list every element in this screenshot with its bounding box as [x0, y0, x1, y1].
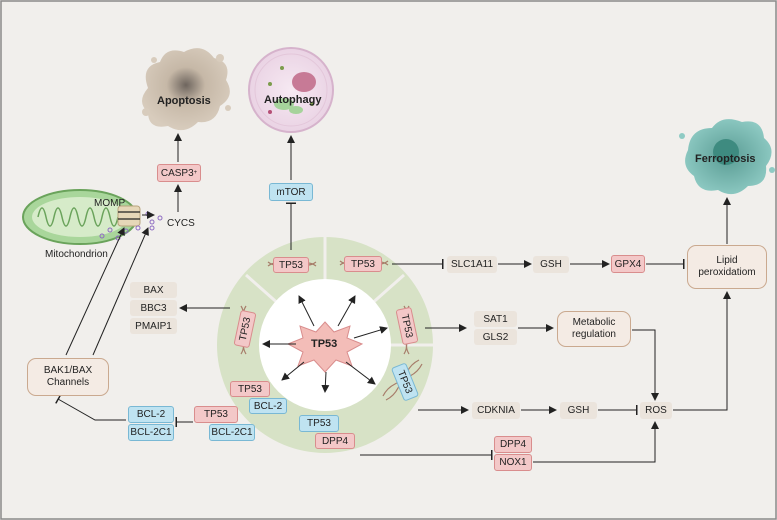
bcl2-small-box: BCL-2 [249, 398, 287, 414]
autophagy-cell-graphic [248, 47, 334, 133]
center-tp53-label: TP53 [311, 338, 338, 350]
bcl2c1-right-box: BCL-2C1 [209, 424, 255, 441]
tp53-dpp4-box: TP53 [299, 415, 339, 432]
slc1a11-box: SLC1A11 [447, 256, 497, 273]
autophagy-label: Autophagy [264, 94, 322, 106]
pmaip1-box: PMAIP1 [130, 318, 177, 334]
tp53-mid-box: TP53 [194, 406, 238, 423]
bbc3-box: BBC3 [130, 300, 177, 316]
gls2-box: GLS2 [474, 329, 517, 345]
gpx4-box: GPX4 [611, 255, 645, 273]
bak1-bax-channels-box: BAK1/BAX Channels [27, 358, 109, 396]
dpp4-bottom-box: DPP4 [494, 436, 532, 453]
tp53-bcl2-box: TP53 [230, 381, 270, 397]
cdknia-box: CDKNIA [472, 402, 520, 419]
sat1-box: SAT1 [474, 311, 517, 327]
ferroptosis-label: Ferroptosis [695, 153, 756, 165]
casp3-label: CASP3 [160, 167, 194, 179]
apoptosis-cell-graphic [142, 48, 231, 131]
bcl2-box: BCL-2 [128, 406, 174, 423]
gsh-bottom-box: GSH [560, 402, 597, 419]
metabolic-regulation-box: Metabolic regulation [557, 311, 631, 347]
casp3-box: CASP3+ [157, 164, 201, 182]
apoptosis-label: Apoptosis [157, 95, 211, 107]
ring-tp53-top-right: TP53 [344, 256, 382, 272]
nox1-box: NOX1 [494, 454, 532, 471]
ring-tp53-top-left: TP53 [273, 257, 309, 273]
cycs-label: CYCS [167, 218, 195, 229]
bax-box: BAX [130, 282, 177, 298]
pathway-arrows [55, 133, 731, 463]
momp-label: MOMP [94, 198, 126, 209]
mtor-box: mTOR [269, 183, 313, 201]
casp3-sup: + [193, 170, 198, 176]
gsh-top-box: GSH [533, 256, 569, 273]
ros-box: ROS [640, 402, 672, 419]
dpp4-box: DPP4 [315, 433, 355, 449]
bcl2c1-box: BCL-2C1 [128, 424, 174, 441]
tp53-star-shape [286, 321, 364, 373]
center-arrows [262, 295, 388, 393]
ferroptosis-cell-graphic [679, 119, 775, 195]
lipid-peroxidation-box: Lipid peroxidatiom [687, 245, 767, 289]
mitochondrion-label: Mitochondrion [45, 249, 108, 260]
